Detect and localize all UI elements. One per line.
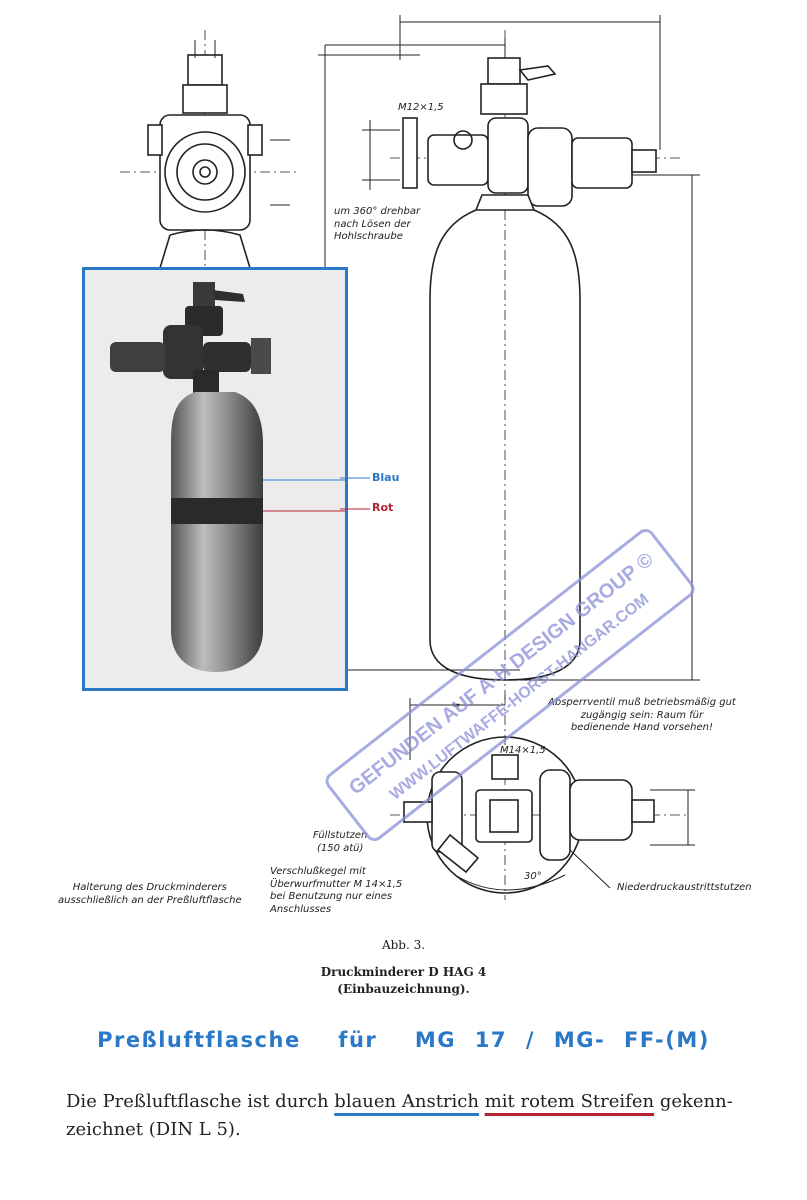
watermark: GEFUNDEN AUF A-H DESIGN GROUP © WWW.LUFT…	[300, 520, 720, 850]
blue-paint-phrase: blauen Anstrich	[334, 1091, 479, 1112]
body-paragraph: Die Preßluftflasche ist durch blauen Ans…	[66, 1088, 766, 1144]
figure-title-line2: (Einbauzeichnung).	[337, 982, 470, 996]
red-stripe-phrase: mit rotem Streifen	[484, 1091, 655, 1112]
photo-pointer-lines	[340, 477, 370, 510]
angle-label: 30°	[524, 871, 542, 882]
thread-label-top: M12×1,5	[398, 102, 444, 113]
thread-label-bottom: M14×1,5	[500, 745, 546, 756]
body-text-part3: gekenn-zeichnet (DIN L 5).	[66, 1091, 733, 1140]
label-red: Rot	[372, 501, 394, 514]
label-blue: Blau	[372, 471, 400, 484]
sealing-cone-note: Verschlußkegel mit Überwurfmutter M 14×1…	[270, 866, 403, 915]
shutoff-valve-note: Absperrventil muß betriebsmäßig gut zugä…	[548, 697, 736, 733]
equal-mark: =	[452, 700, 461, 711]
fill-nozzle-note: Füllstutzen (150 atü)	[313, 830, 368, 854]
figure-title-line1: Druckminderer D HAG 4	[320, 965, 487, 979]
front-view-valve	[120, 30, 300, 270]
watermark-line1: GEFUNDEN AUF A-H DESIGN GROUP ©	[345, 548, 658, 799]
page-title: Preßluftflasche für MG 17 / MG- FF-(M)	[97, 1028, 710, 1052]
watermark-line2: WWW.LUFTWAFFE-HORST-HANGAR.COM	[387, 591, 652, 804]
mounting-note: Halterung des Druckminderers ausschließl…	[58, 882, 242, 906]
figure-number: Abb. 3.	[381, 938, 426, 952]
side-view-cylinder	[318, 15, 700, 700]
plan-view	[390, 695, 695, 900]
cylinder-photo-image	[85, 270, 345, 688]
rotation-note: um 360° drehbar nach Lösen der Hohlschra…	[334, 206, 421, 242]
cylinder-photo	[82, 267, 348, 691]
low-pressure-outlet-note: Niederdruckaustrittstutzen	[617, 882, 752, 893]
body-text-part1: Die Preßluftflasche ist durch	[66, 1091, 335, 1112]
